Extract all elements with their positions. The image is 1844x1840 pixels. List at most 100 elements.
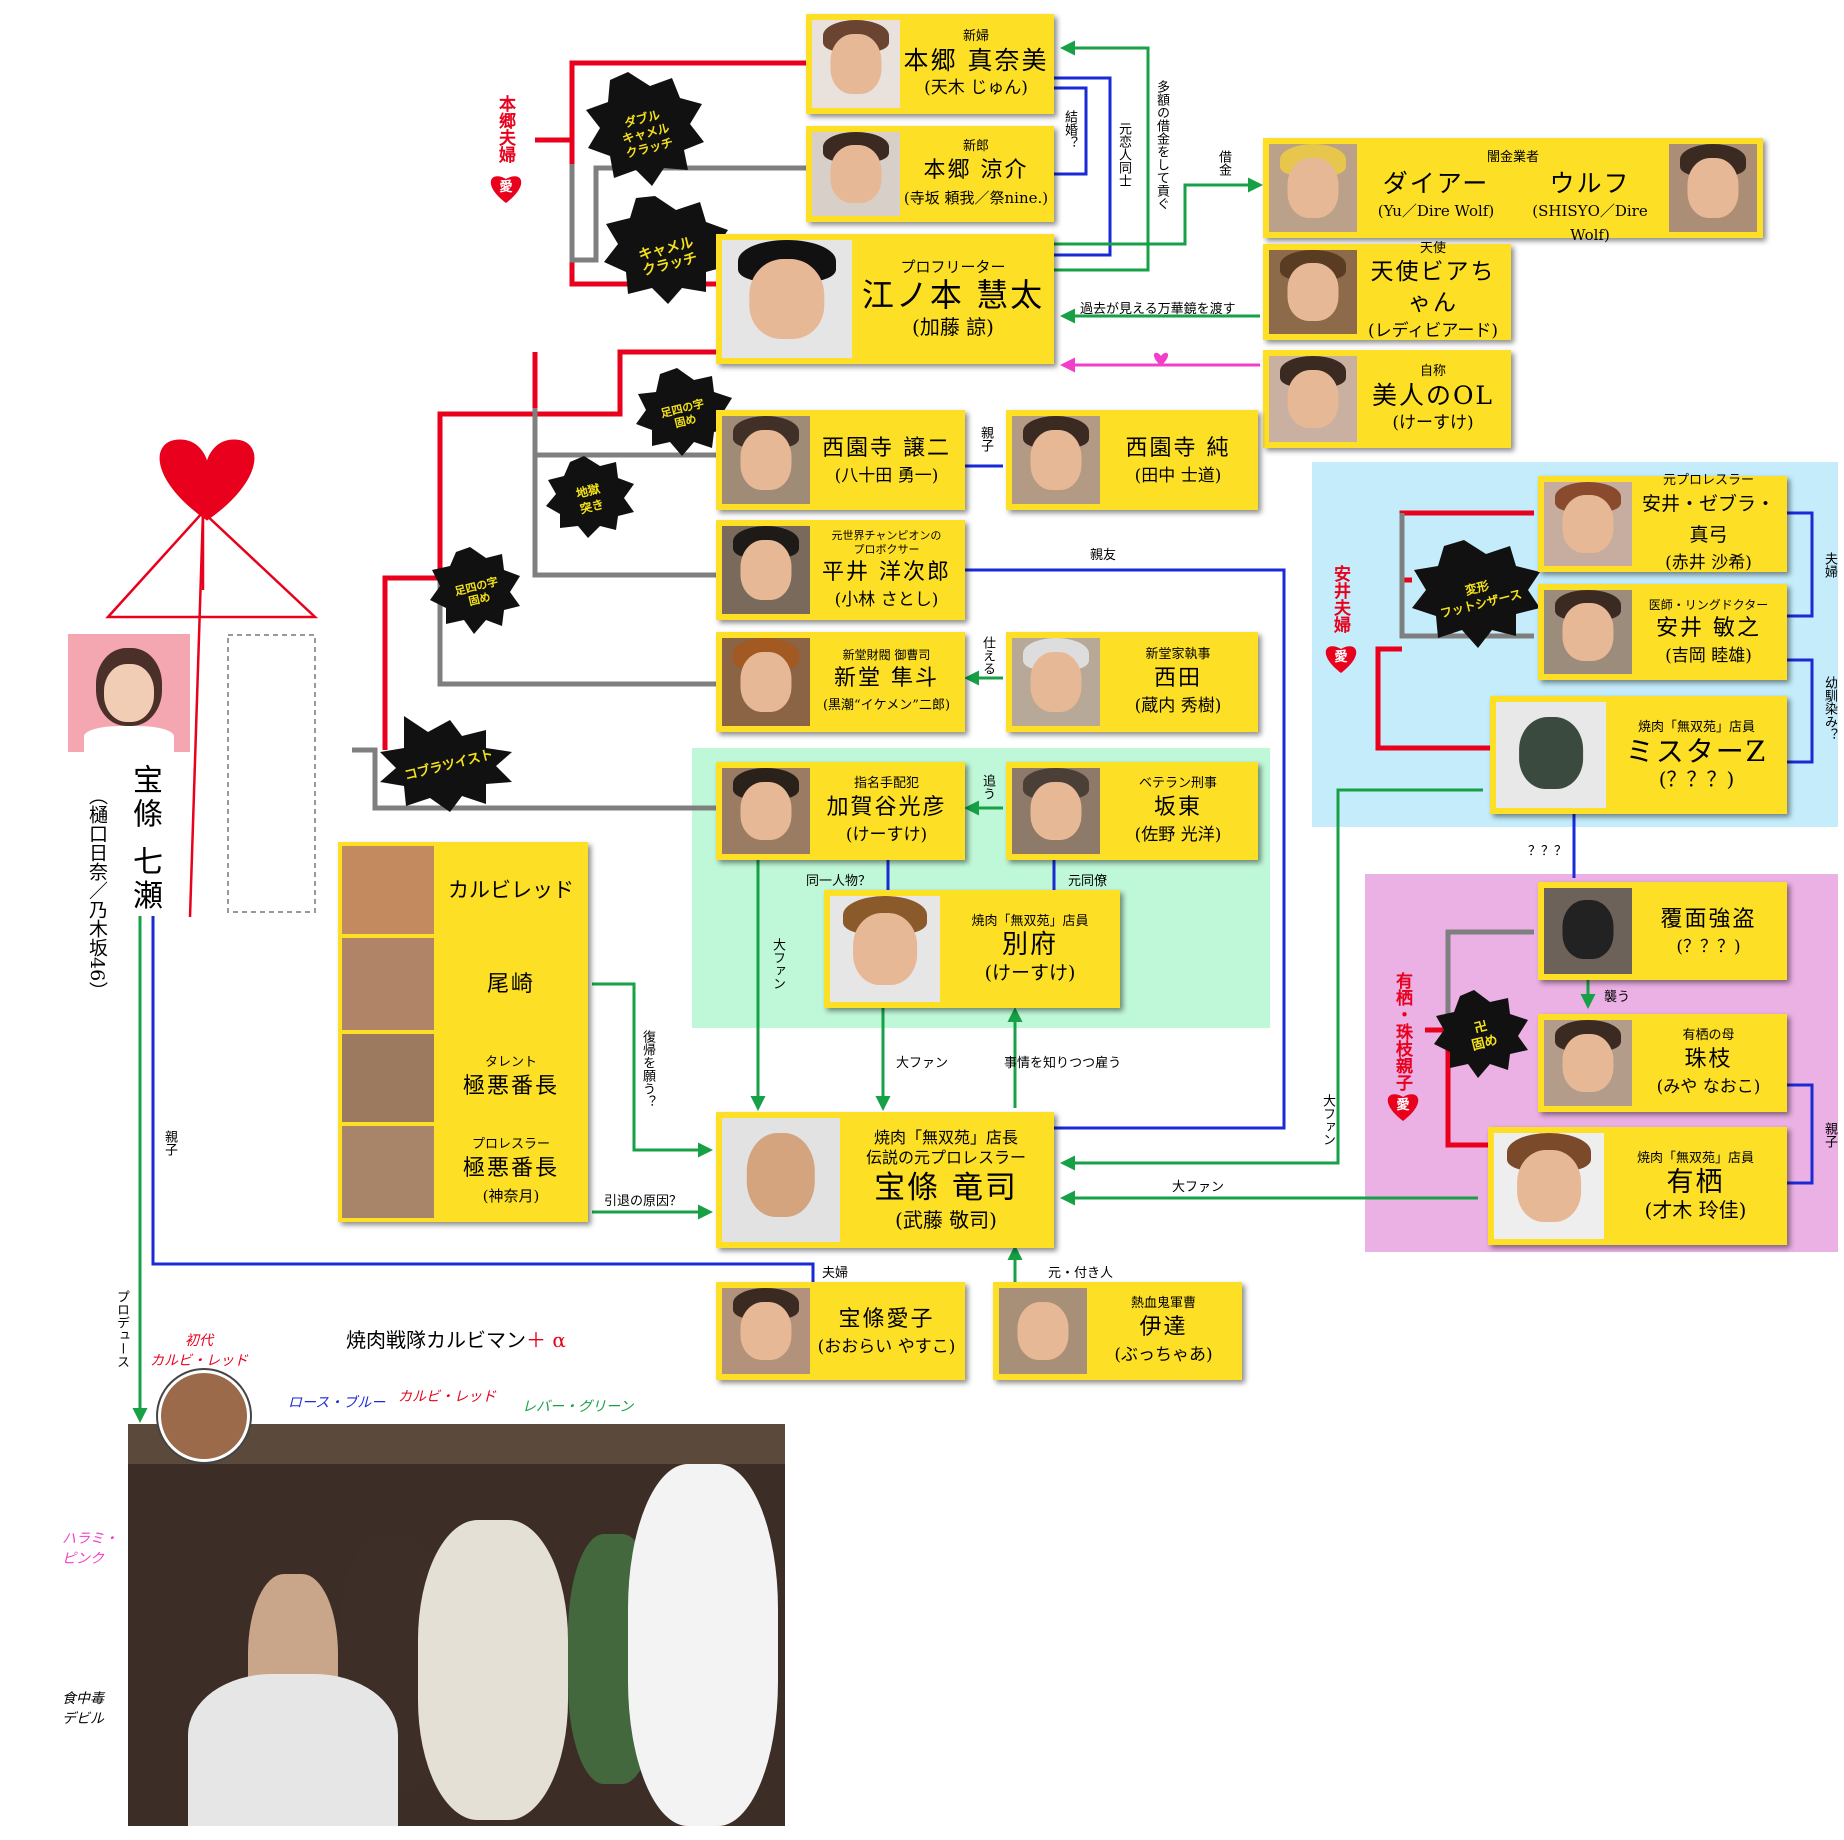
card-hirai[interactable]: 元世界チャンピオンの プロボクサー平井 洋次郎(小林 さとし) bbox=[716, 520, 965, 620]
label-oyako-arisu: 親子 bbox=[1822, 1122, 1837, 1148]
label-rose-blue: ロース・ブルー bbox=[288, 1395, 386, 1411]
photo-mister-z bbox=[1496, 702, 1606, 808]
photo-honjo-ryosuke bbox=[812, 132, 900, 216]
card-yasui-toshiyuki[interactable]: 医師・リングドクター安井 敏之(吉岡 睦雄) bbox=[1538, 584, 1787, 680]
label-osou: 襲う bbox=[1604, 990, 1631, 1005]
card-enomoto[interactable]: プロフリーター江ノ本 慧太(加藤 諒) bbox=[716, 234, 1054, 364]
photo-honjo-manami bbox=[812, 20, 900, 108]
photo-kagaya bbox=[722, 768, 810, 854]
photo-date bbox=[999, 1288, 1087, 1374]
photo-bando bbox=[1012, 768, 1100, 854]
photo-wolf bbox=[1669, 144, 1757, 232]
card-yamikin[interactable]: 闇金業者 ダイアー(Yu／Dire Wolf) ウルフ(SHISYO／Dire … bbox=[1263, 138, 1763, 244]
photo-bijin-ol bbox=[1269, 356, 1357, 442]
heart-icon-honjo: 愛 bbox=[487, 170, 525, 204]
card-honjo-ryosuke[interactable]: 新郎本郷 涼介(寺坂 頼我／祭nine.) bbox=[806, 126, 1054, 222]
label-osananajimi: 幼馴染み？ bbox=[1822, 676, 1837, 741]
photo-beppu bbox=[830, 896, 940, 1002]
label-oyako-nanase: 親子 bbox=[162, 1130, 177, 1156]
label-fufu: 夫婦 bbox=[822, 1266, 849, 1281]
card-saionji-joji[interactable]: 西園寺 譲二(八十田 勇一) bbox=[716, 410, 965, 510]
photo-yasui-toshiyuki bbox=[1544, 590, 1632, 674]
photo-shindo bbox=[722, 638, 810, 726]
photo-shodai-red bbox=[158, 1370, 250, 1462]
label-moto-tsukibito: 元・付き人 bbox=[1048, 1266, 1114, 1281]
photo-ozaki bbox=[342, 938, 434, 1030]
card-saionji-jun[interactable]: 西園寺 純(田中 士道) bbox=[1006, 410, 1258, 510]
card-tamae[interactable]: 有栖の母珠枝(みや なおこ) bbox=[1538, 1014, 1787, 1112]
label-shakkin: 借金 bbox=[1216, 150, 1231, 176]
label-fufu-yasui: 夫婦 bbox=[1822, 552, 1837, 578]
label-shinyu: 親友 bbox=[1090, 548, 1117, 563]
card-hojo-aiko[interactable]: 宝條愛子(おおらい やすこ) bbox=[716, 1282, 965, 1380]
label-motodoryo: 元同僚 bbox=[1068, 874, 1108, 889]
group-honjo-label: 本郷夫婦 bbox=[495, 95, 515, 163]
label-qqq: ？？？ bbox=[1528, 844, 1568, 859]
card-arisu[interactable]: 焼肉「無双苑」店員有栖(才木 玲佳) bbox=[1488, 1127, 1787, 1245]
photo-hojo-aiko bbox=[722, 1288, 810, 1374]
label-mangekyo: 過去が見える万華鏡を渡す bbox=[1080, 302, 1236, 317]
label-shokuchudoku: 食中毒 デビル bbox=[62, 1691, 104, 1727]
card-kagaya[interactable]: 指名手配犯加賀谷光彦(けーすけ) bbox=[716, 762, 965, 860]
card-yasui-mayumi[interactable]: 元プロレスラー安井・ゼブラ・真弓(赤井 沙希) bbox=[1538, 473, 1787, 573]
photo-saionji-joji bbox=[722, 416, 810, 504]
burst-manji-gatame: 卍 固め bbox=[1470, 1018, 1500, 1054]
label-karubi-red: カルビ・レッド bbox=[398, 1389, 496, 1405]
heroine-name: 宝條 七瀬 bbox=[127, 764, 162, 914]
photo-saionji-jun bbox=[1012, 416, 1100, 504]
card-date[interactable]: 熱血鬼軍曹伊達(ぶっちゃあ) bbox=[993, 1282, 1242, 1380]
burst-jigoku-tsuki: 地獄 突き bbox=[574, 481, 606, 517]
group-photo-karubiman bbox=[128, 1424, 785, 1826]
photo-tamae bbox=[1544, 1020, 1632, 1106]
card-bijin-ol[interactable]: 自称美人のOL(けーすけ) bbox=[1263, 350, 1511, 448]
card-mister-z[interactable]: 焼肉「無双苑」店員ミスターZ(？？？) bbox=[1490, 696, 1787, 814]
label-shodai-red: 初代 カルビ・レッド bbox=[150, 1333, 248, 1369]
heart-icon-arisu: 愛 bbox=[1384, 1088, 1422, 1122]
label-jijo: 事情を知りつつ雇う bbox=[1004, 1056, 1122, 1071]
card-karubi-group[interactable]: カルビレッド 尾崎 タレント極悪番長 プロレスラー極悪番長(神奈月) bbox=[338, 842, 588, 1222]
sentai-title: 焼肉戦隊カルビマン＋ α bbox=[346, 1328, 566, 1352]
photo-gokuaku-wrestler bbox=[342, 1126, 434, 1218]
card-tenshi[interactable]: 天使天使ビアちゃん(レディビアード) bbox=[1263, 241, 1511, 341]
label-kekkon: 結婚？ bbox=[1062, 110, 1077, 149]
photo-fukumen bbox=[1544, 888, 1632, 974]
photo-hojo-nanase bbox=[68, 634, 190, 752]
photo-dire bbox=[1269, 144, 1357, 232]
card-nishida[interactable]: 新堂家執事西田(蔵内 秀樹) bbox=[1006, 632, 1258, 732]
photo-yasui-mayumi bbox=[1544, 482, 1632, 566]
label-daifan-z: 大ファン bbox=[1320, 1094, 1335, 1146]
photo-hojo-ryuji bbox=[722, 1118, 840, 1242]
card-hojo-ryuji[interactable]: 焼肉「無双苑」店長伝説の元プロレスラー宝條 竜司(武藤 敬司) bbox=[716, 1112, 1054, 1248]
label-fukki: 復帰を願う？ bbox=[640, 1030, 655, 1108]
label-tsukaeru: 仕える bbox=[980, 636, 995, 675]
card-shindo[interactable]: 新堂財閥 御曹司新堂 隼斗(黒潮“イケメン”二郎) bbox=[716, 632, 965, 732]
burst-camel-clutch: キャメル クラッチ bbox=[636, 234, 700, 280]
heroine-actor: （樋口日奈／乃木坂46） bbox=[86, 786, 108, 1001]
photo-tenshi bbox=[1269, 250, 1357, 334]
card-bando[interactable]: ベテラン刑事坂東(佐野 光洋) bbox=[1006, 762, 1258, 860]
photo-gokuaku-talent bbox=[342, 1034, 434, 1122]
photo-hirai bbox=[722, 526, 810, 614]
label-reba-green: レバー・グリーン bbox=[522, 1399, 634, 1415]
card-beppu[interactable]: 焼肉「無双苑」店員別府(けーすけ) bbox=[824, 890, 1120, 1008]
card-honjo-manami[interactable]: 新婦本郷 真奈美(天木 じゅん) bbox=[806, 14, 1054, 114]
burst-double-camel-clutch: ダブル キャメル クラッチ bbox=[620, 107, 675, 161]
burst-ashi4-2: 足四の字 固め bbox=[453, 575, 500, 609]
label-daifan-beppu: 大ファン bbox=[896, 1056, 949, 1071]
label-oyako-saionji: 親子 bbox=[978, 426, 993, 452]
label-produce: プロデュース bbox=[114, 1290, 129, 1368]
burst-cobra-twist: コブラツイスト bbox=[403, 747, 495, 784]
photo-arisu bbox=[1494, 1133, 1604, 1239]
group-arisu-label: 有栖・珠枝親子 bbox=[1392, 972, 1412, 1091]
label-daifan-kaga: 大ファン bbox=[770, 938, 785, 990]
photo-nishida bbox=[1012, 638, 1100, 726]
karubi-red-name: カルビレッド bbox=[448, 877, 574, 902]
ozaki-name: 尾崎 bbox=[486, 971, 535, 997]
label-daifan-arisu: 大ファン bbox=[1172, 1180, 1225, 1195]
label-ou: 追う bbox=[980, 774, 995, 800]
label-intai: 引退の原因？ bbox=[604, 1194, 683, 1209]
label-shakkin-mitsugu: 多額の借金をして貢ぐ bbox=[1154, 80, 1169, 210]
card-fukumen-goto[interactable]: 覆面強盗(？？？) bbox=[1538, 882, 1787, 980]
label-harami-pink: ハラミ・ ピンク bbox=[62, 1531, 118, 1567]
